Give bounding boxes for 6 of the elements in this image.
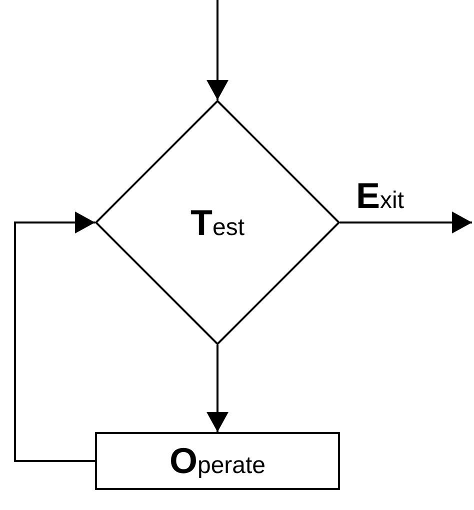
arrow: [208, 345, 228, 432]
arrow: [14, 212, 95, 462]
arrow: [208, 0, 228, 100]
node-text: Test: [190, 204, 244, 240]
arrow: [340, 212, 472, 232]
node-text: Operate: [169, 443, 266, 479]
